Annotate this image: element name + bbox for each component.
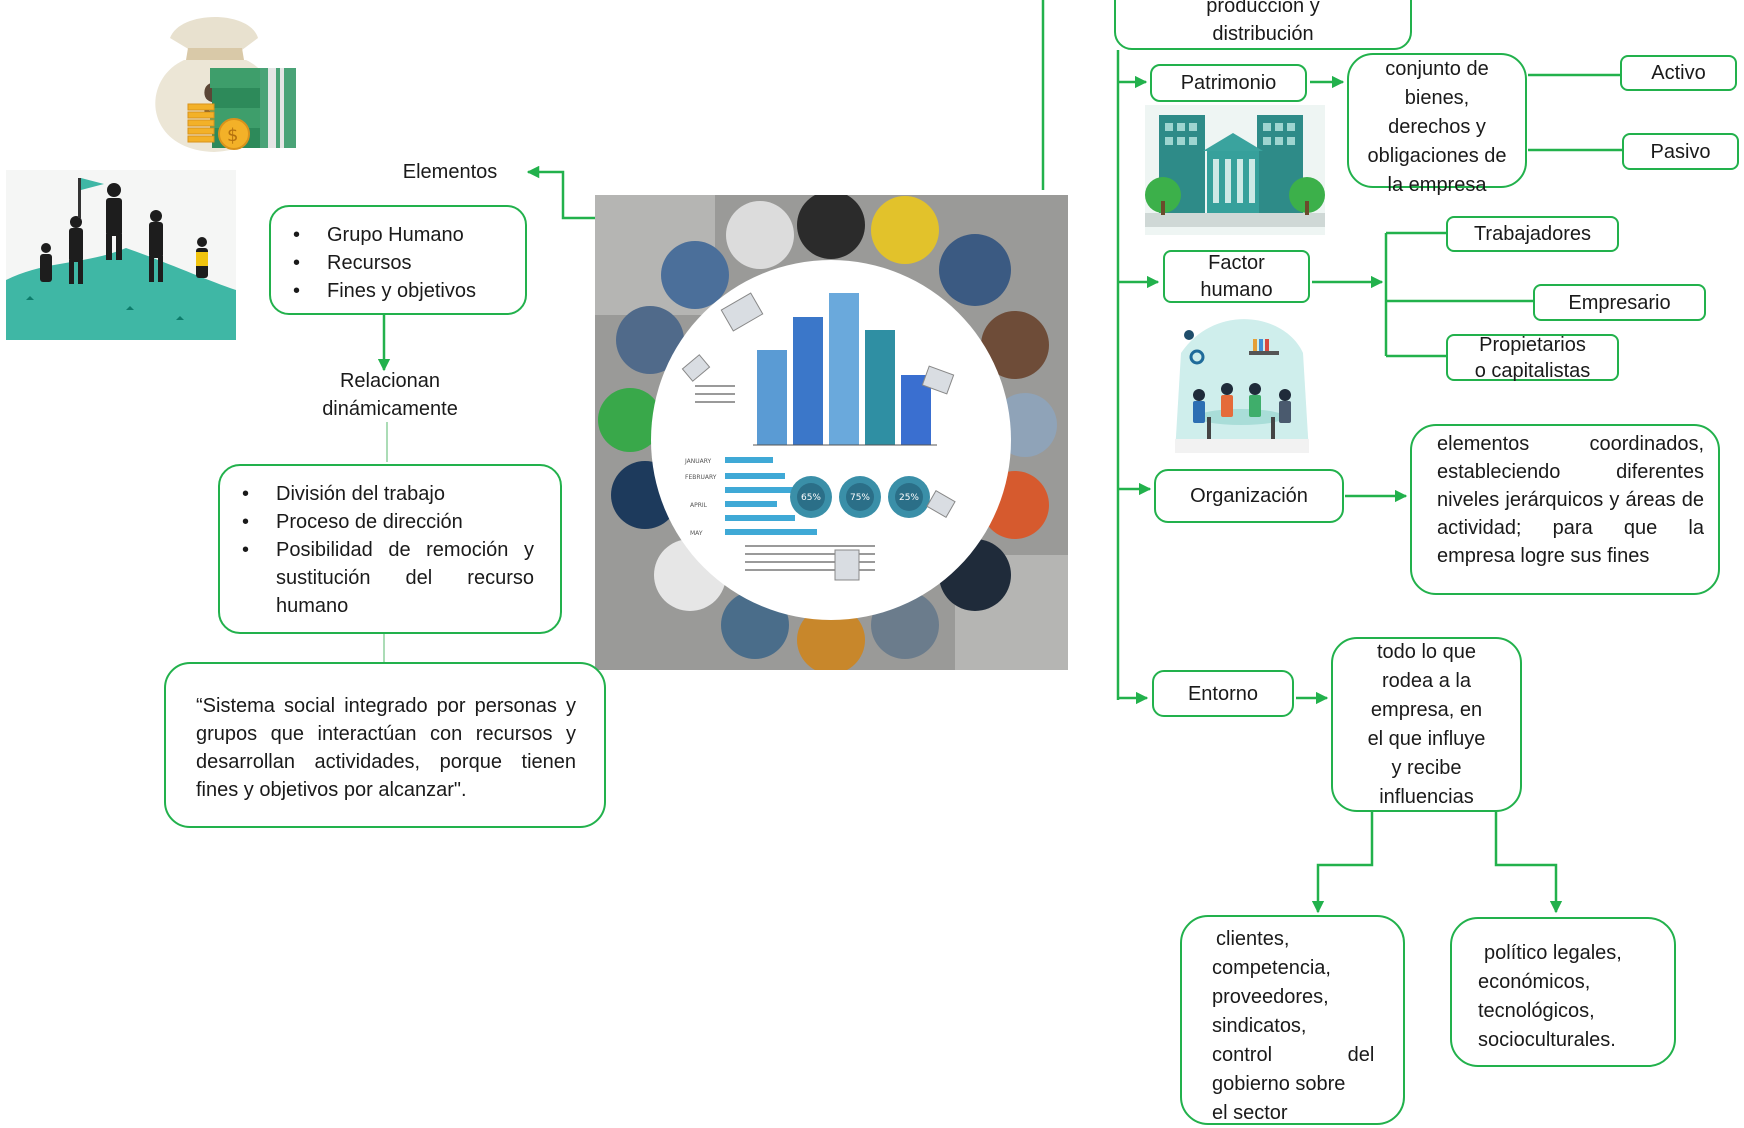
meeting-table-photo: JANUARY FEBRUARY APRIL MAY 65% 75% 25% [595,195,1068,670]
entorno-especifico-line: competencia, [1212,957,1331,979]
relacionan-label: Relacionan dinámicamente [300,367,480,423]
factor-humano-line: Factor [1208,251,1265,274]
top-box: producción y distribución [1114,0,1412,50]
entorno-definition-line: influencias [1379,785,1474,808]
entorno-general-line: político legales, [1484,942,1622,964]
entorno-especifico-box: clientes, competencia, proveedores, sind… [1180,915,1405,1125]
organizacion-box: Organización [1154,469,1344,523]
definicion-text: “Sistema social integrado por personas y… [196,695,576,801]
chart-month-label: APRIL [690,502,708,509]
chart-month-label: JANUARY [684,458,712,465]
definicion-box: “Sistema social integrado por personas y… [164,662,606,828]
relacionan-line: dinámicamente [322,398,458,420]
entorno-definition-line: y recibe [1391,756,1462,779]
entorno-label: Entorno [1187,682,1259,705]
entorno-box: Entorno [1152,670,1294,717]
elementos-box: Grupo Humano Recursos Fines y objetivos [269,205,527,315]
chart-month-label: FEBRUARY [685,474,717,481]
entorno-especifico-line: control del [1212,1044,1375,1066]
patrimonio-definition-line: bienes, [1404,87,1470,109]
patrimonio-label: Patrimonio [1180,72,1277,94]
bank-building-icon [1145,105,1325,235]
entorno-definition-line: rodea a la [1382,669,1471,692]
entorno-definition-line: todo lo que [1377,640,1476,663]
factor-humano-line: humano [1200,278,1273,301]
team-summit-icon [6,170,236,340]
trabajadores-box: Trabajadores [1446,216,1619,252]
top-box-line: producción y [1206,0,1320,17]
entorno-general-box: político legales, económicos, tecnológic… [1450,917,1676,1067]
activo-label: Activo [1651,62,1706,84]
svg-text:$: $ [227,125,238,146]
entorno-definition-box: todo lo que rodea a la empresa, en el qu… [1331,637,1522,812]
top-box-line: distribución [1212,23,1314,45]
organizacion-definition-box: elementos coordinados, estableciendo dif… [1410,424,1720,595]
entorno-especifico-line: gobierno sobre [1212,1073,1346,1095]
patrimonio-definition-line: derechos y [1388,116,1486,138]
elementos-item: Recursos [293,249,525,277]
organizacion-label: Organización [1190,485,1308,507]
entorno-general-line: tecnológicos, [1478,1000,1595,1022]
gauge-label: 25% [899,493,919,503]
empresario-label: Empresario [1568,291,1671,314]
gauge-label: 75% [850,493,870,503]
activo-box: Activo [1620,55,1737,91]
entorno-especifico-line: sindicatos, [1212,1015,1307,1037]
elementos-item: Fines y objetivos [293,277,525,305]
entorno-general-line: socioculturales. [1478,1029,1616,1051]
elementos-item: Grupo Humano [293,221,525,249]
dinamica-item: División del trabajo [242,480,534,508]
dinamica-item: Proceso de dirección [242,508,534,536]
factor-humano-box: Factor humano [1163,250,1310,303]
elementos-label: Elementos [402,161,498,183]
pasivo-label: Pasivo [1650,140,1711,163]
patrimonio-definition-line: conjunto de [1385,58,1489,80]
patrimonio-definition-box: conjunto de bienes, derechos y obligacio… [1347,53,1527,196]
empresario-box: Empresario [1533,284,1706,321]
gauge-label: 65% [801,493,821,503]
organizacion-definition-text: elementos coordinados, estableciendo dif… [1437,433,1704,567]
pasivo-box: Pasivo [1622,133,1739,170]
relacionan-line: Relacionan [339,370,441,392]
chart-month-label: MAY [690,530,703,537]
dinamica-list: División del trabajo Proceso de direcció… [220,480,534,620]
elementos-list: Grupo Humano Recursos Fines y objetivos [271,221,525,305]
money-bag-icon: $ $ [155,17,296,152]
dinamica-item: Posibilidad de remoción y sustitución de… [242,536,534,620]
patrimonio-definition-line: obligaciones de [1367,145,1507,167]
patrimonio-definition-line: la empresa [1387,174,1487,196]
entorno-especifico-line: proveedores, [1212,986,1329,1008]
office-team-icon [1175,313,1309,453]
propietarios-line: o capitalistas [1474,359,1591,382]
propietarios-line: Propietarios [1479,333,1586,356]
dinamica-box: División del trabajo Proceso de direcció… [218,464,562,634]
entorno-especifico-line: el sector [1212,1102,1288,1124]
entorno-definition-line: el que influye [1367,727,1486,750]
entorno-general-line: económicos, [1478,971,1591,993]
entorno-definition-line: empresa, en [1370,698,1483,721]
patrimonio-box: Patrimonio [1150,64,1307,102]
trabajadores-label: Trabajadores [1473,223,1592,245]
entorno-especifico-line: clientes, [1216,928,1290,950]
propietarios-box: Propietarios o capitalistas [1446,333,1619,382]
